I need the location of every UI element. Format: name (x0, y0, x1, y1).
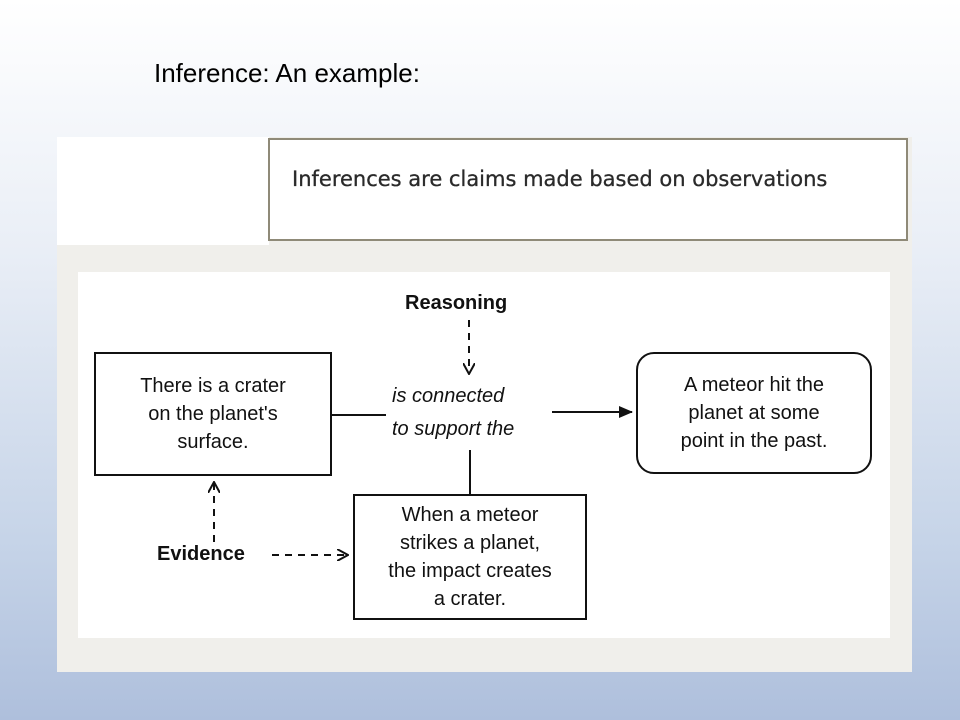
observation-box: There is a crater on the planet's surfac… (94, 352, 332, 476)
evidence-label: Evidence (157, 543, 245, 565)
inference-diagram: There is a crater on the planet's surfac… (78, 272, 890, 638)
claim-box: A meteor hit the planet at some point in… (636, 352, 872, 474)
principle-box: When a meteor strikes a planet, the impa… (353, 494, 587, 620)
definition-box: Inferences are claims made based on obse… (268, 138, 908, 241)
panel-corner (57, 137, 269, 245)
claim-text: A meteor hit the planet at some point in… (680, 374, 828, 452)
connector-text-line1: is connected (392, 385, 505, 407)
connector-text-line2: to support the (392, 418, 515, 440)
principle-text: When a meteor strikes a planet, the impa… (388, 504, 552, 610)
diagram-connectors (78, 320, 633, 638)
reasoning-label: Reasoning (405, 292, 508, 314)
definition-text: Inferences are claims made based on obse… (292, 167, 828, 191)
observation-text: There is a crater on the planet's surfac… (140, 375, 286, 453)
slide-title: Inference: An example: (154, 58, 420, 88)
